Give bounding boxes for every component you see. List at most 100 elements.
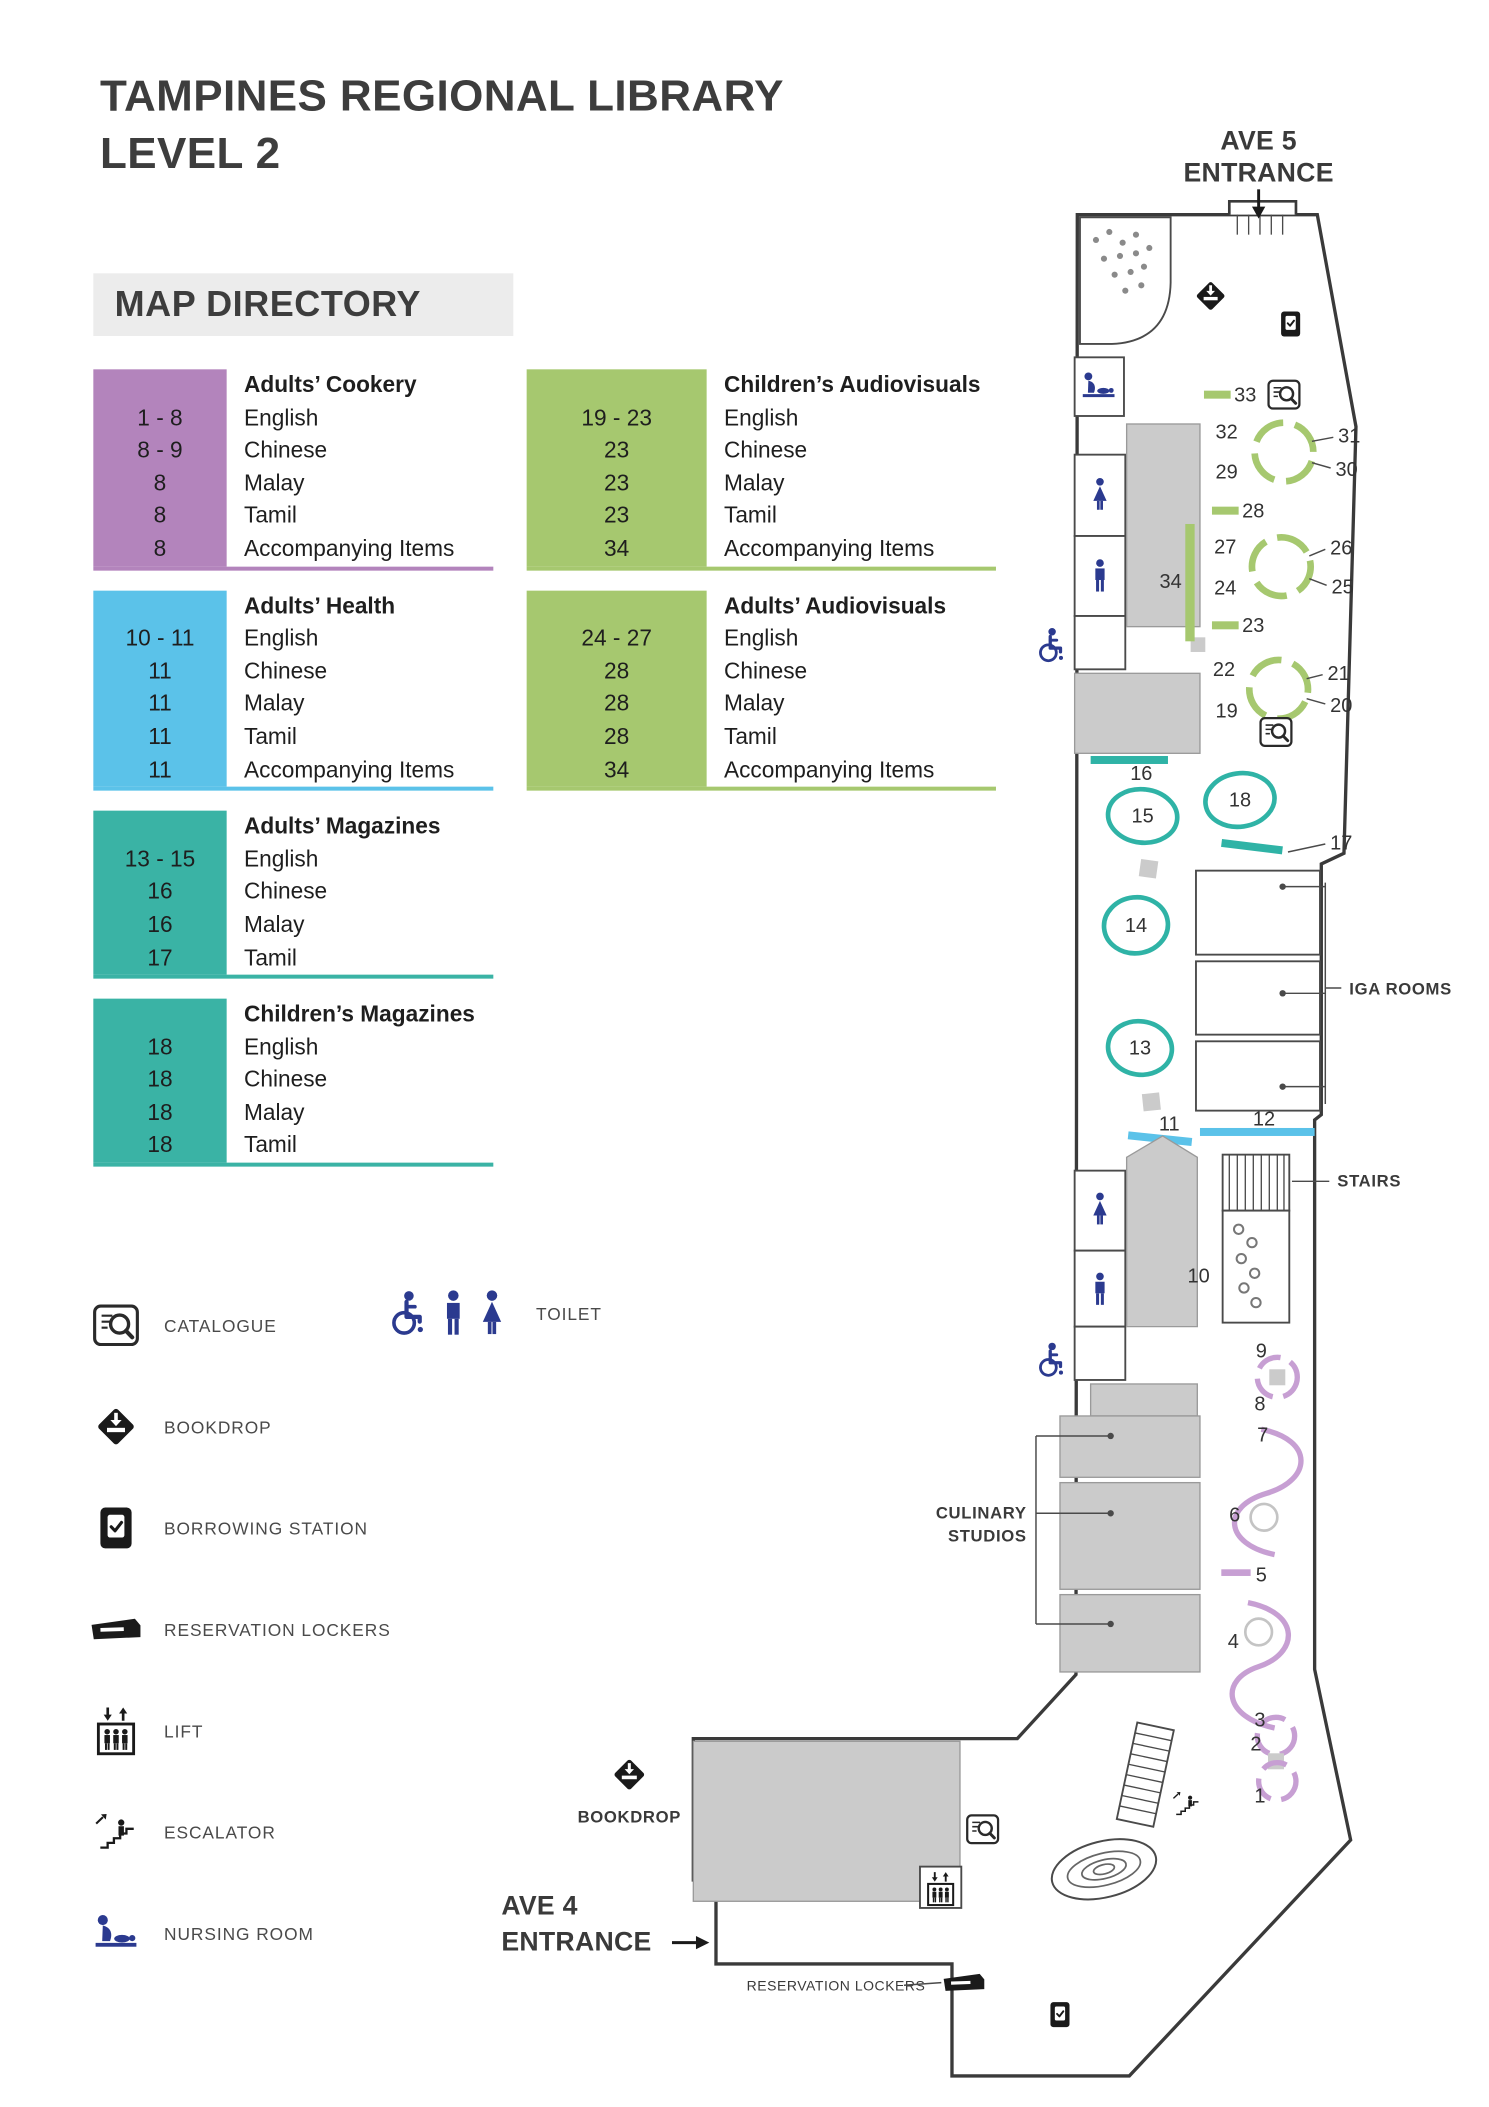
map-marker-15: 15 — [1132, 806, 1154, 828]
map-marker-23: 23 — [1242, 615, 1264, 637]
marker-leader-lines — [1287, 436, 1334, 853]
bookdrop-icon — [92, 1401, 140, 1452]
legend-icon-box — [88, 1905, 144, 1961]
magazine-shelves — [1090, 755, 1283, 1112]
shelf-language-label: Chinese — [243, 1067, 328, 1093]
map-marker-17: 17 — [1330, 832, 1352, 854]
map-marker-7: 7 — [1257, 1424, 1268, 1446]
shelf-language-label: Tamil — [723, 723, 777, 750]
map-marker-32: 32 — [1216, 422, 1238, 444]
shelf-number: 18 — [147, 1034, 173, 1060]
shelf-language-label: Accompanying Items — [723, 535, 935, 562]
map-marker-5: 5 — [1256, 1564, 1267, 1586]
directory-section-title: Adults’ Health — [243, 592, 396, 619]
shelf-number: 11 — [148, 691, 172, 717]
map-marker-21: 21 — [1328, 663, 1350, 685]
legend-label-bookdrop: BOOKDROP — [163, 1416, 272, 1437]
legend-item-lift: LIFT — [88, 1680, 391, 1781]
page-title: TAMPINES REGIONAL LIBRARY LEVEL 2 — [100, 67, 784, 182]
floor-map: AVE 5 ENTRANCE — [501, 125, 1452, 2078]
shelf-language-label: Tamil — [723, 503, 777, 529]
man-icon — [439, 1288, 468, 1339]
shelf-number: 8 — [153, 470, 167, 496]
accessible-toilet-icon — [1038, 1341, 1065, 1377]
shelf-number: 23 — [604, 437, 630, 463]
shelf-language-label: Malay — [723, 470, 785, 496]
shelf-language-label: Chinese — [723, 658, 808, 684]
legend-icon-box — [88, 1297, 144, 1353]
legend-icon-box — [88, 1399, 144, 1455]
legend-label-lift: LIFT — [163, 1720, 204, 1741]
shelf-number: 28 — [604, 658, 630, 684]
shelf-number: 13 - 15 — [124, 846, 196, 872]
toilets-lower — [1038, 1169, 1127, 1381]
quiet-reading-area — [1079, 216, 1172, 345]
shelf-language-label: Malay — [243, 911, 305, 938]
shelf-number: 28 — [604, 691, 630, 717]
reservation-lockers-label: RESERVATION LOCKERS — [747, 1978, 926, 1994]
map-marker-13: 13 — [1129, 1038, 1151, 1060]
ave4-entrance: AVE 4 ENTRANCE — [501, 1891, 710, 1957]
directory-section-title: Adults’ Audiovisuals — [723, 592, 947, 619]
program-room — [692, 1740, 961, 1902]
shelf-number: 8 - 9 — [137, 437, 183, 463]
escalator-icon — [92, 1807, 140, 1858]
map-marker-31: 31 — [1338, 426, 1360, 448]
shelf-language-label: English — [243, 404, 319, 431]
culinary-label-line2: STUDIOS — [948, 1526, 1027, 1545]
shelf-number: 1 - 8 — [137, 404, 183, 431]
shelf-number: 17 — [147, 944, 173, 970]
legend-icon-box — [88, 1601, 144, 1657]
ave4-label-line1: AVE 4 — [501, 1891, 577, 1921]
nursing-room — [1073, 356, 1125, 417]
shelf-language-label: Malay — [723, 691, 785, 717]
map-marker-29: 29 — [1216, 462, 1238, 484]
shelf-language-label: Chinese — [243, 437, 328, 463]
shelf-number: 11 — [148, 756, 172, 783]
stairs-label: STAIRS — [1337, 1172, 1401, 1191]
map-marker-16: 16 — [1130, 763, 1152, 785]
page-title-line1: TAMPINES REGIONAL LIBRARY — [99, 70, 784, 120]
stairs: STAIRS — [1221, 1153, 1401, 1324]
shelf-number: 16 — [147, 911, 173, 938]
shelf-language-label: Malay — [243, 691, 305, 717]
shelf-number: 16 — [147, 879, 173, 905]
borrow-icon — [92, 1503, 140, 1554]
swirl-feature — [1050, 1838, 1158, 1901]
shelf-number: 18 — [147, 1099, 173, 1126]
accessible-toilet-icon — [1038, 626, 1065, 663]
cookery-shelves — [1221, 1354, 1304, 1803]
legend-item-reservation-lockers: RESERVATION LOCKERS — [88, 1579, 391, 1680]
shelf-language-label: Chinese — [243, 879, 328, 905]
directory-section-title: Adults’ Magazines — [243, 813, 441, 839]
shelf-language-label: English — [243, 1034, 319, 1060]
escalator — [1115, 1721, 1200, 1828]
directory-section-title: Children’s Magazines — [243, 1001, 475, 1027]
catalogue-icon — [1267, 379, 1301, 410]
bookdrop-icon — [613, 1758, 646, 1791]
map-marker-26: 26 — [1330, 538, 1352, 560]
bookdrop-label: BOOKDROP — [578, 1808, 681, 1827]
shelf-language-label: Tamil — [243, 1132, 297, 1158]
catalogue-icon — [1259, 716, 1293, 748]
directory-shelf-numbers: 13 - 15 16 16 17 — [93, 810, 227, 975]
shelf-language-label: Tamil — [243, 723, 297, 750]
map-marker-6: 6 — [1229, 1504, 1240, 1526]
shelf-language-label: Accompanying Items — [243, 535, 455, 562]
iga-rooms-label: IGA ROOMS — [1349, 980, 1452, 999]
shelf-language-label: Accompanying Items — [723, 756, 935, 783]
shelf-language-label: Tamil — [243, 944, 297, 970]
directory-title-spacer — [93, 999, 226, 1032]
shelf-language-label: Chinese — [723, 437, 808, 463]
